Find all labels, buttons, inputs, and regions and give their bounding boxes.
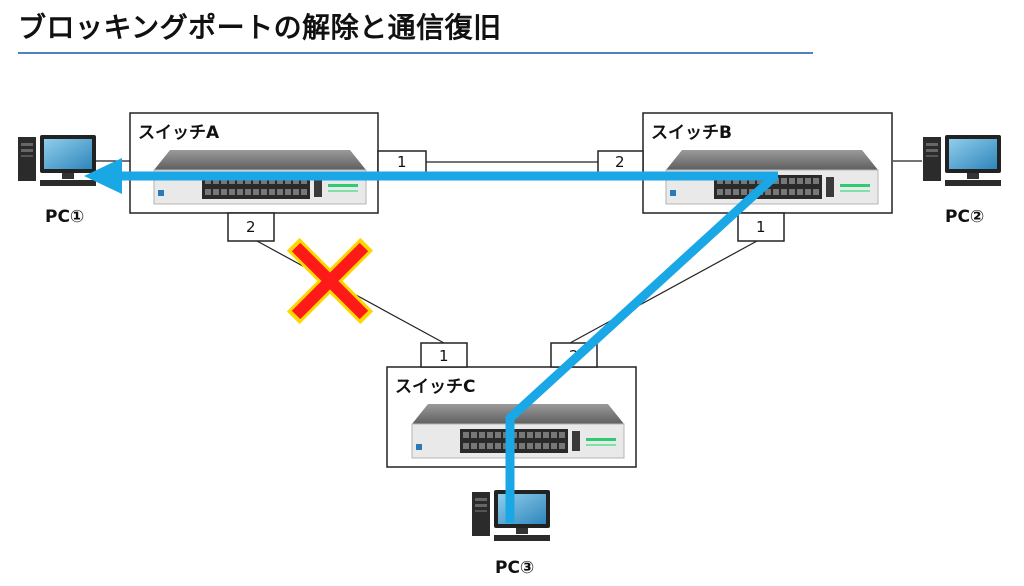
port-label: 2 bbox=[615, 153, 625, 171]
switch-b-port-1: 1 bbox=[737, 212, 785, 242]
link-b-c bbox=[569, 240, 758, 344]
pc3-label: PC③ bbox=[495, 558, 534, 578]
pc3: PC③ bbox=[472, 490, 550, 578]
switch-a-label: スイッチA bbox=[138, 123, 220, 143]
port-label: 1 bbox=[397, 153, 407, 171]
port-label: 1 bbox=[439, 347, 449, 365]
switch-c-label: スイッチC bbox=[395, 377, 475, 397]
title-underline bbox=[18, 52, 813, 54]
page-title: ブロッキングポートの解除と通信復旧 bbox=[18, 11, 502, 44]
port-label: 1 bbox=[756, 218, 766, 236]
switch-b: スイッチB 2 1 bbox=[597, 112, 893, 242]
switch-b-port-2: 2 bbox=[597, 150, 644, 174]
pc1-label: PC① bbox=[45, 207, 84, 227]
communication-path bbox=[112, 171, 779, 523]
pc-computer-icon bbox=[923, 135, 1001, 186]
pc1: PC① bbox=[18, 135, 96, 227]
pc2: PC② bbox=[923, 135, 1001, 227]
blocked-port-x-icon bbox=[286, 237, 374, 325]
switch-c-port-1: 1 bbox=[420, 342, 468, 368]
arrowhead-icon bbox=[84, 158, 122, 194]
switch-a-port-1: 1 bbox=[377, 150, 427, 174]
switch-a-port-2: 2 bbox=[227, 212, 275, 242]
path-pc3-to-switch-b bbox=[505, 172, 779, 523]
pc2-label: PC② bbox=[945, 207, 984, 227]
switch-b-label: スイッチB bbox=[651, 123, 732, 143]
port-label: 2 bbox=[246, 218, 256, 236]
switch-a: スイッチA 1 2 bbox=[129, 112, 427, 242]
pc-computer-icon bbox=[18, 135, 96, 186]
